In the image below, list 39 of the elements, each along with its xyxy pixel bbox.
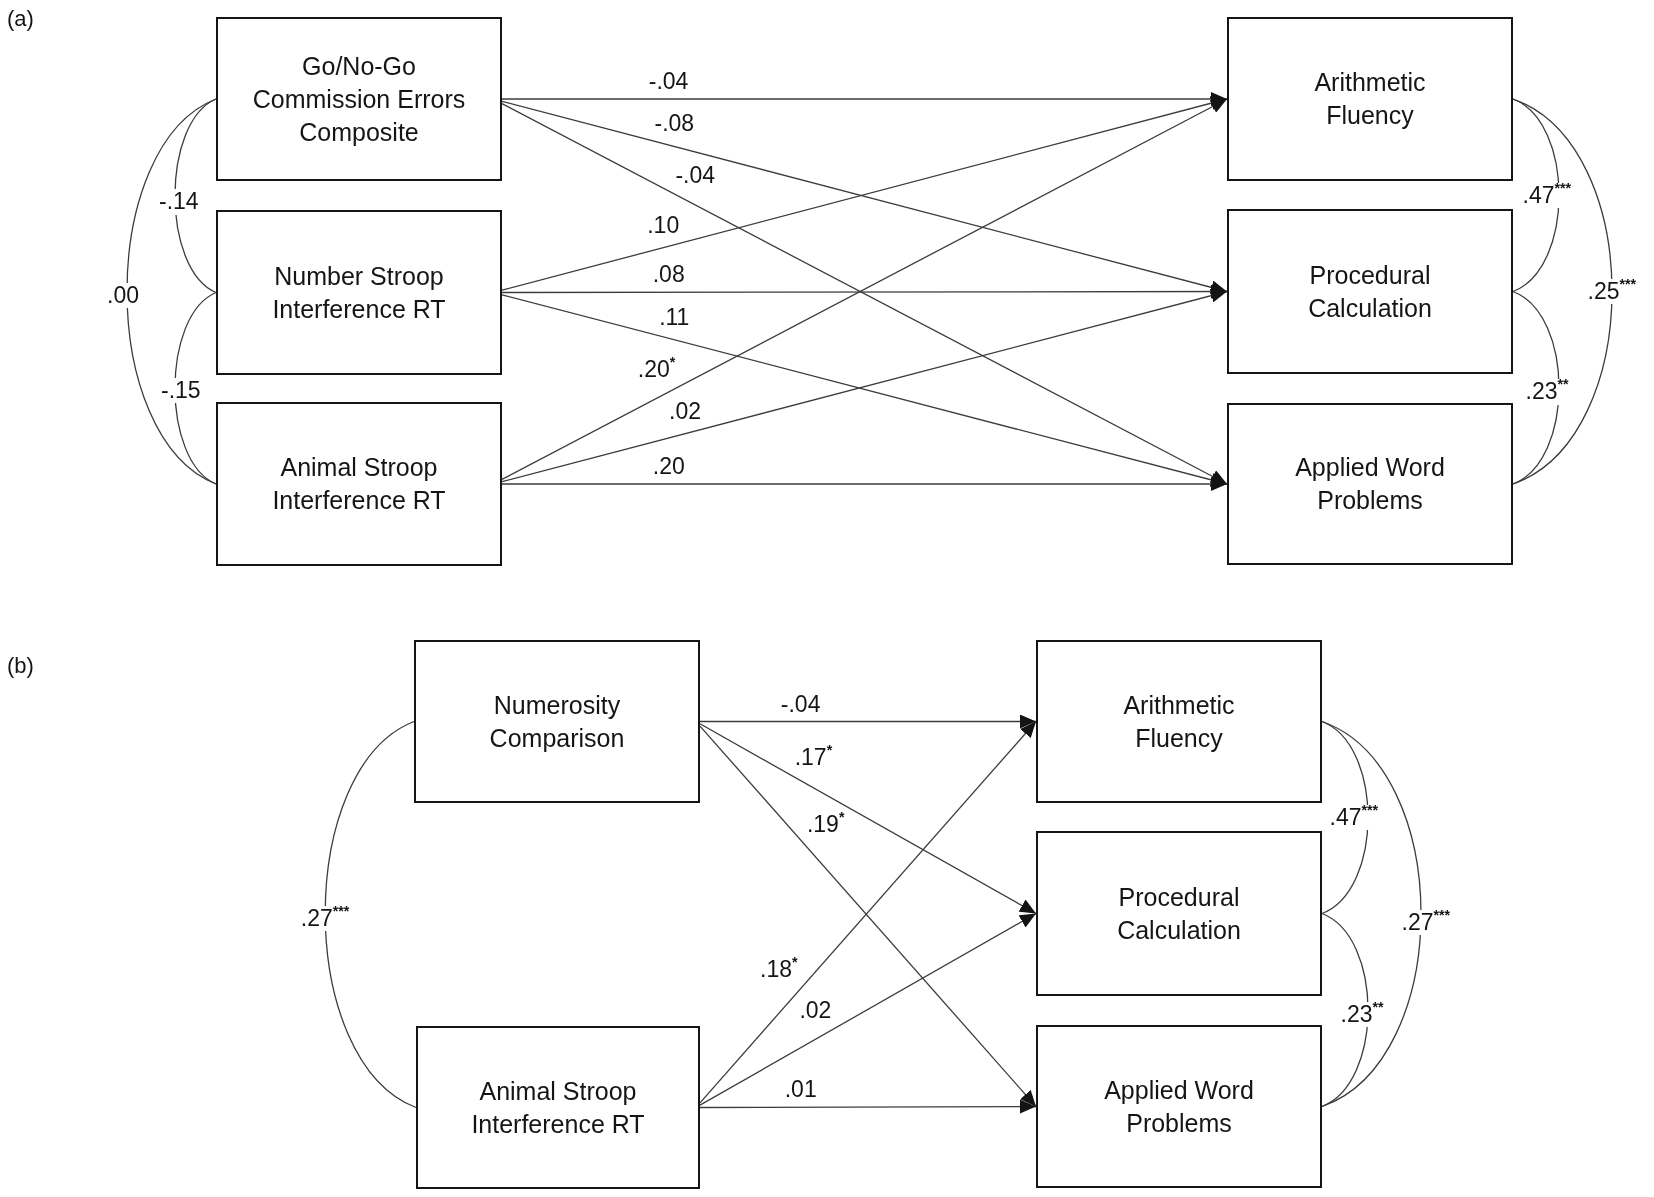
variable-name: Arithmetic Fluency: [1313, 67, 1427, 131]
variable-box: [1227, 209, 1513, 374]
path-arrow: [699, 1099, 1037, 1114]
variable-name: Go/No-Go Commission Errors Composite: [251, 50, 467, 148]
path-arrow: [501, 284, 1228, 299]
variable-box: [1036, 1025, 1322, 1188]
variable-box: [216, 210, 502, 375]
edge-label: -.15: [159, 377, 203, 404]
variable-name: Animal Stroop Interference RT: [271, 452, 447, 516]
variable-box: [216, 402, 502, 566]
variable-box: [1036, 640, 1322, 803]
path-arrow: [699, 723, 1037, 915]
edge-label: -.14: [157, 189, 201, 215]
variable-name: Applied Word Problems: [1294, 452, 1446, 516]
path-arrow: [501, 477, 1228, 491]
variable-name: Number Stroop Interference RT: [271, 260, 447, 325]
path-arrow: [699, 714, 1037, 729]
variable-name: Procedural Calculation: [1307, 259, 1433, 324]
path-arrow: [501, 92, 1228, 106]
variable-name: Numerosity Comparison: [488, 689, 626, 754]
path-arrow: [699, 912, 1037, 1106]
variable-box: [1227, 17, 1513, 181]
covariance-arc: [1512, 290, 1560, 485]
panel-label: (b): [7, 654, 34, 679]
variable-box: [1227, 403, 1513, 565]
variable-name: Animal Stroop Interference RT: [470, 1075, 646, 1140]
variable-name: Applied Word Problems: [1103, 1074, 1255, 1139]
panel-label: (a): [7, 7, 34, 32]
variable-box: [216, 17, 502, 181]
variable-box: [416, 1026, 700, 1189]
variable-box: [414, 640, 700, 803]
variable-name: Procedural Calculation: [1116, 881, 1242, 946]
variable-name: Arithmetic Fluency: [1122, 689, 1236, 754]
covariance-arc: [1512, 98, 1613, 485]
covariance-arc: [126, 98, 217, 485]
variable-box: [1036, 831, 1322, 996]
covariance-arc: [1512, 98, 1560, 293]
covariance-arc: [1321, 720, 1422, 1108]
covariance-arc: [324, 720, 417, 1109]
